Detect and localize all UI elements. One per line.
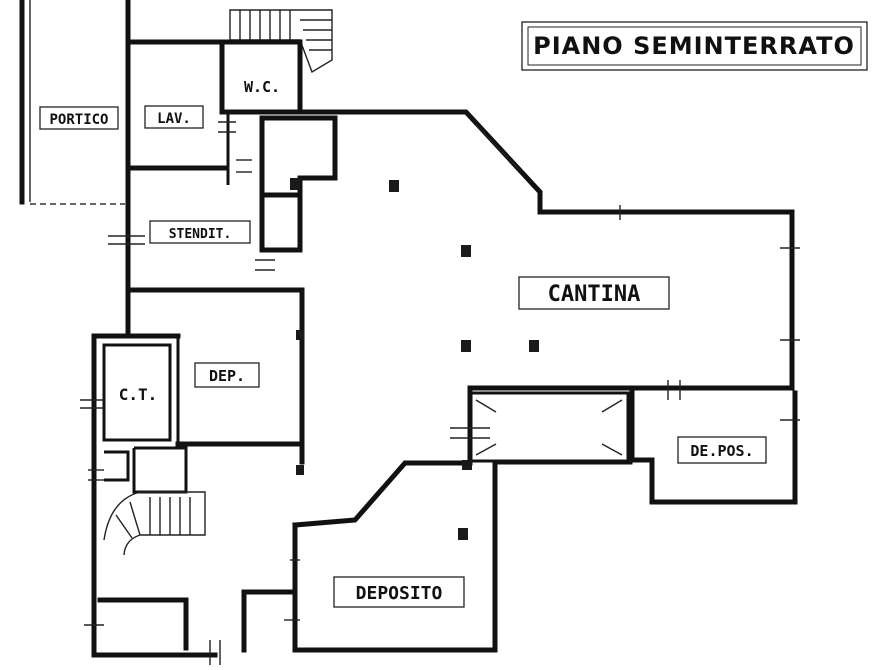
spiral-stair [103,491,206,556]
room-label-lav: LAV. [144,105,204,129]
door-marks [80,121,800,665]
room-label-deposito-text: DEPOSITO [356,583,443,604]
plan-title-text: PIANO SEMINTERRATO [533,32,855,60]
room-label-deposito: DEPOSITO [333,576,465,608]
room-label-wc-text: W.C. [244,78,280,96]
room-label-dep: DEP. [194,362,260,388]
room-label-ct: C.T. [119,385,158,404]
room-label-stendit-text: STENDIT. [169,227,232,242]
portico-area [19,0,125,205]
room-label-depos: DE.POS. [677,436,767,464]
room-label-stendit: STENDIT. [149,220,251,244]
walls [91,0,798,658]
room-label-portico-text: PORTICO [49,112,108,128]
room-label-portico: PORTICO [39,106,119,130]
room-label-ct-text: C.T. [119,385,158,404]
room-label-cantina: CANTINA [518,276,670,310]
plan-title: PIANO SEMINTERRATO [521,21,868,71]
room-label-dep-text: DEP. [209,367,245,385]
room-label-cantina-text: CANTINA [548,282,641,307]
room-label-lav-text: LAV. [157,111,191,127]
room-label-depos-text: DE.POS. [690,442,753,460]
room-label-wc: W.C. [244,78,280,96]
pillars [290,178,539,540]
